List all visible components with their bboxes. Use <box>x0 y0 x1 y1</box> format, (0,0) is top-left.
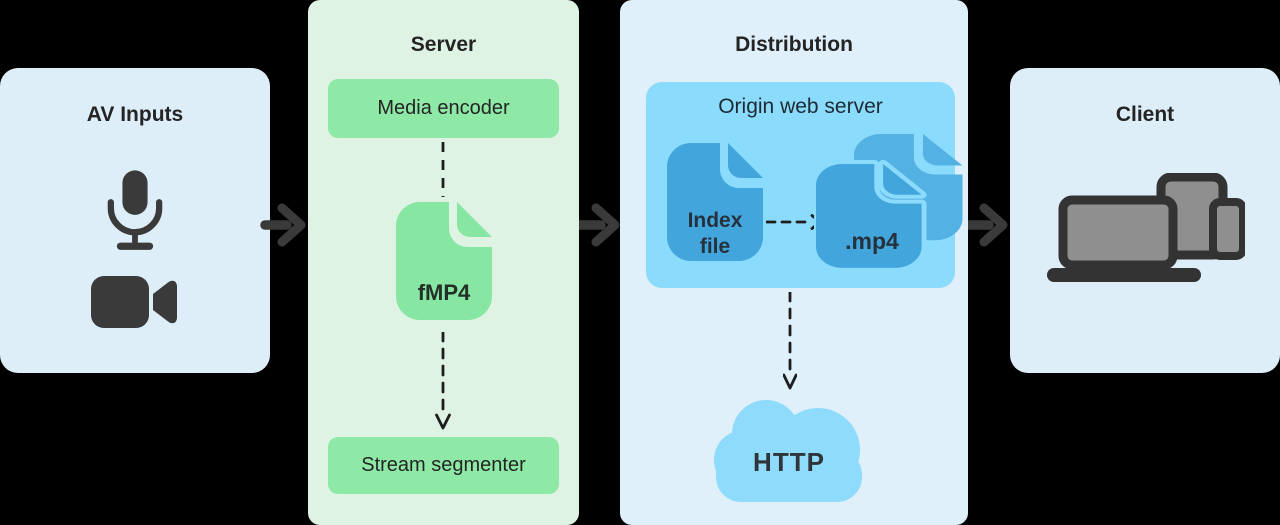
dashed-arrow-down <box>435 332 451 430</box>
av-inputs-title: AV Inputs <box>86 103 184 126</box>
index-file-label: Index file <box>687 209 743 258</box>
arrow-right-icon <box>574 203 620 247</box>
dashed-connector <box>441 142 445 197</box>
index-file-icon <box>667 143 763 261</box>
microphone-icon <box>107 170 163 250</box>
laptop-base-icon <box>1047 268 1201 282</box>
stream-segmenter-node: Stream segmenter <box>328 437 559 494</box>
mp4-label: .mp4 <box>845 228 899 254</box>
fmp4-file-icon <box>396 202 492 320</box>
media-encoder-label: Media encoder <box>377 97 510 119</box>
distribution-panel: Distribution Origin web server Index fil… <box>620 0 968 525</box>
origin-web-server-box: Origin web server Index file <box>646 82 963 288</box>
arrow-right-icon <box>260 203 306 247</box>
media-encoder-node: Media encoder <box>328 79 559 138</box>
av-inputs-panel: AV Inputs <box>0 68 270 373</box>
client-title: Client <box>1115 103 1175 126</box>
phone-icon <box>1209 198 1245 260</box>
http-label: HTTP <box>753 447 825 477</box>
mp4-files-icon <box>814 134 963 272</box>
video-camera-icon <box>91 276 177 328</box>
http-cloud-icon <box>714 400 862 502</box>
arrow-right-icon <box>962 203 1008 247</box>
dashed-arrow-down <box>783 292 797 390</box>
laptop-screen-icon <box>1058 195 1178 270</box>
fmp4-label: fMP4 <box>417 280 471 305</box>
server-panel: Server Media encoder fMP4 Stream segment… <box>308 0 579 525</box>
client-panel: Client <box>1010 68 1280 373</box>
distribution-title: Distribution <box>735 33 853 56</box>
client-devices-icon <box>1047 173 1245 282</box>
server-title: Server <box>410 33 477 56</box>
stream-segmenter-label: Stream segmenter <box>361 454 526 476</box>
origin-web-server-title: Origin web server <box>718 95 883 118</box>
